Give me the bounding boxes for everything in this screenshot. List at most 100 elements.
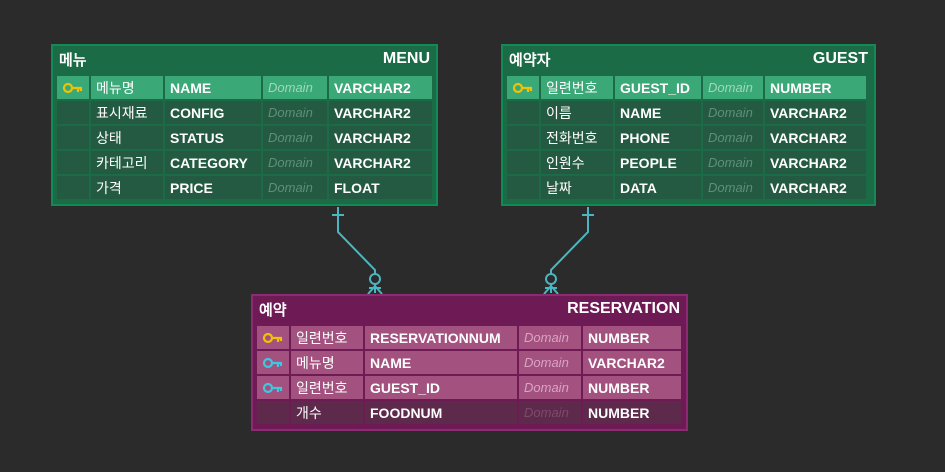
entity-header: 예약 RESERVATION [253,296,686,322]
attribute-physical-name: FOODNUM [365,401,517,424]
attribute-logical-name: 개수 [291,401,363,424]
attribute-data-type: VARCHAR2 [765,101,866,124]
guest-many-mark [543,284,559,295]
menu-optional-mark [369,273,381,285]
attribute-physical-name: CONFIG [165,101,261,124]
attribute-logical-name: 날짜 [541,176,613,199]
attribute-domain: Domain [263,176,327,199]
attribute-domain: Domain [263,76,327,99]
attribute-physical-name: DATA [615,176,701,199]
attribute-physical-name: NAME [165,76,261,99]
entity-logical-name: 예약 [259,300,287,319]
foreign-key-icon [257,351,289,374]
attribute-physical-name: NAME [615,101,701,124]
attribute-logical-name: 카테고리 [91,151,163,174]
attribute-logical-name: 일련번호 [291,376,363,399]
attribute-domain: Domain [703,151,763,174]
attribute-domain: Domain [263,151,327,174]
attribute-domain: Domain [519,401,581,424]
key-cell [57,176,89,199]
attribute-physical-name: NAME [365,351,517,374]
attribute-data-type: VARCHAR2 [329,151,432,174]
key-cell [507,151,539,174]
key-cell [507,101,539,124]
attribute-data-type: VARCHAR2 [765,151,866,174]
attribute-domain: Domain [263,101,327,124]
guest-optional-mark [545,273,557,285]
primary-key-icon [507,76,539,99]
attribute-logical-name: 인원수 [541,151,613,174]
attribute-physical-name: PEOPLE [615,151,701,174]
attribute-physical-name: GUEST_ID [365,376,517,399]
key-cell [257,401,289,424]
menu-many-mark [367,284,383,295]
attribute-domain: Domain [519,376,581,399]
attribute-data-type: NUMBER [583,326,681,349]
entity-physical-name: RESERVATION [567,300,680,317]
attribute-domain: Domain [519,326,581,349]
attribute-logical-name: 상태 [91,126,163,149]
attribute-physical-name: CATEGORY [165,151,261,174]
attribute-data-type: VARCHAR2 [765,176,866,199]
attribute-logical-name: 일련번호 [291,326,363,349]
attribute-data-type: VARCHAR2 [329,126,432,149]
attribute-data-type: VARCHAR2 [583,351,681,374]
attribute-data-type: VARCHAR2 [329,101,432,124]
attribute-logical-name: 메뉴명 [291,351,363,374]
attribute-domain: Domain [703,176,763,199]
key-cell [507,126,539,149]
attribute-data-type: VARCHAR2 [329,76,432,99]
primary-key-icon [57,76,89,99]
attribute-logical-name: 메뉴명 [91,76,163,99]
attribute-physical-name: PHONE [615,126,701,149]
entity-header: 메뉴 MENU [53,46,436,72]
attribute-logical-name: 가격 [91,176,163,199]
entity-logical-name: 메뉴 [59,50,87,69]
entity-logical-name: 예약자 [509,50,551,69]
attribute-data-type: VARCHAR2 [765,126,866,149]
primary-key-icon [257,326,289,349]
attribute-physical-name: PRICE [165,176,261,199]
attribute-physical-name: STATUS [165,126,261,149]
attribute-data-type: NUMBER [583,376,681,399]
attribute-domain: Domain [703,76,763,99]
key-cell [57,101,89,124]
attribute-data-type: NUMBER [583,401,681,424]
attribute-domain: Domain [703,101,763,124]
attribute-physical-name: RESERVATIONNUM [365,326,517,349]
attribute-logical-name: 표시재료 [91,101,163,124]
key-cell [57,151,89,174]
attribute-domain: Domain [519,351,581,374]
attribute-logical-name: 전화번호 [541,126,613,149]
attribute-physical-name: GUEST_ID [615,76,701,99]
attribute-domain: Domain [263,126,327,149]
attribute-data-type: FLOAT [329,176,432,199]
foreign-key-icon [257,376,289,399]
key-cell [57,126,89,149]
attribute-logical-name: 이름 [541,101,613,124]
entity-physical-name: GUEST [812,50,868,67]
entity-physical-name: MENU [382,50,430,67]
attribute-logical-name: 일련번호 [541,76,613,99]
